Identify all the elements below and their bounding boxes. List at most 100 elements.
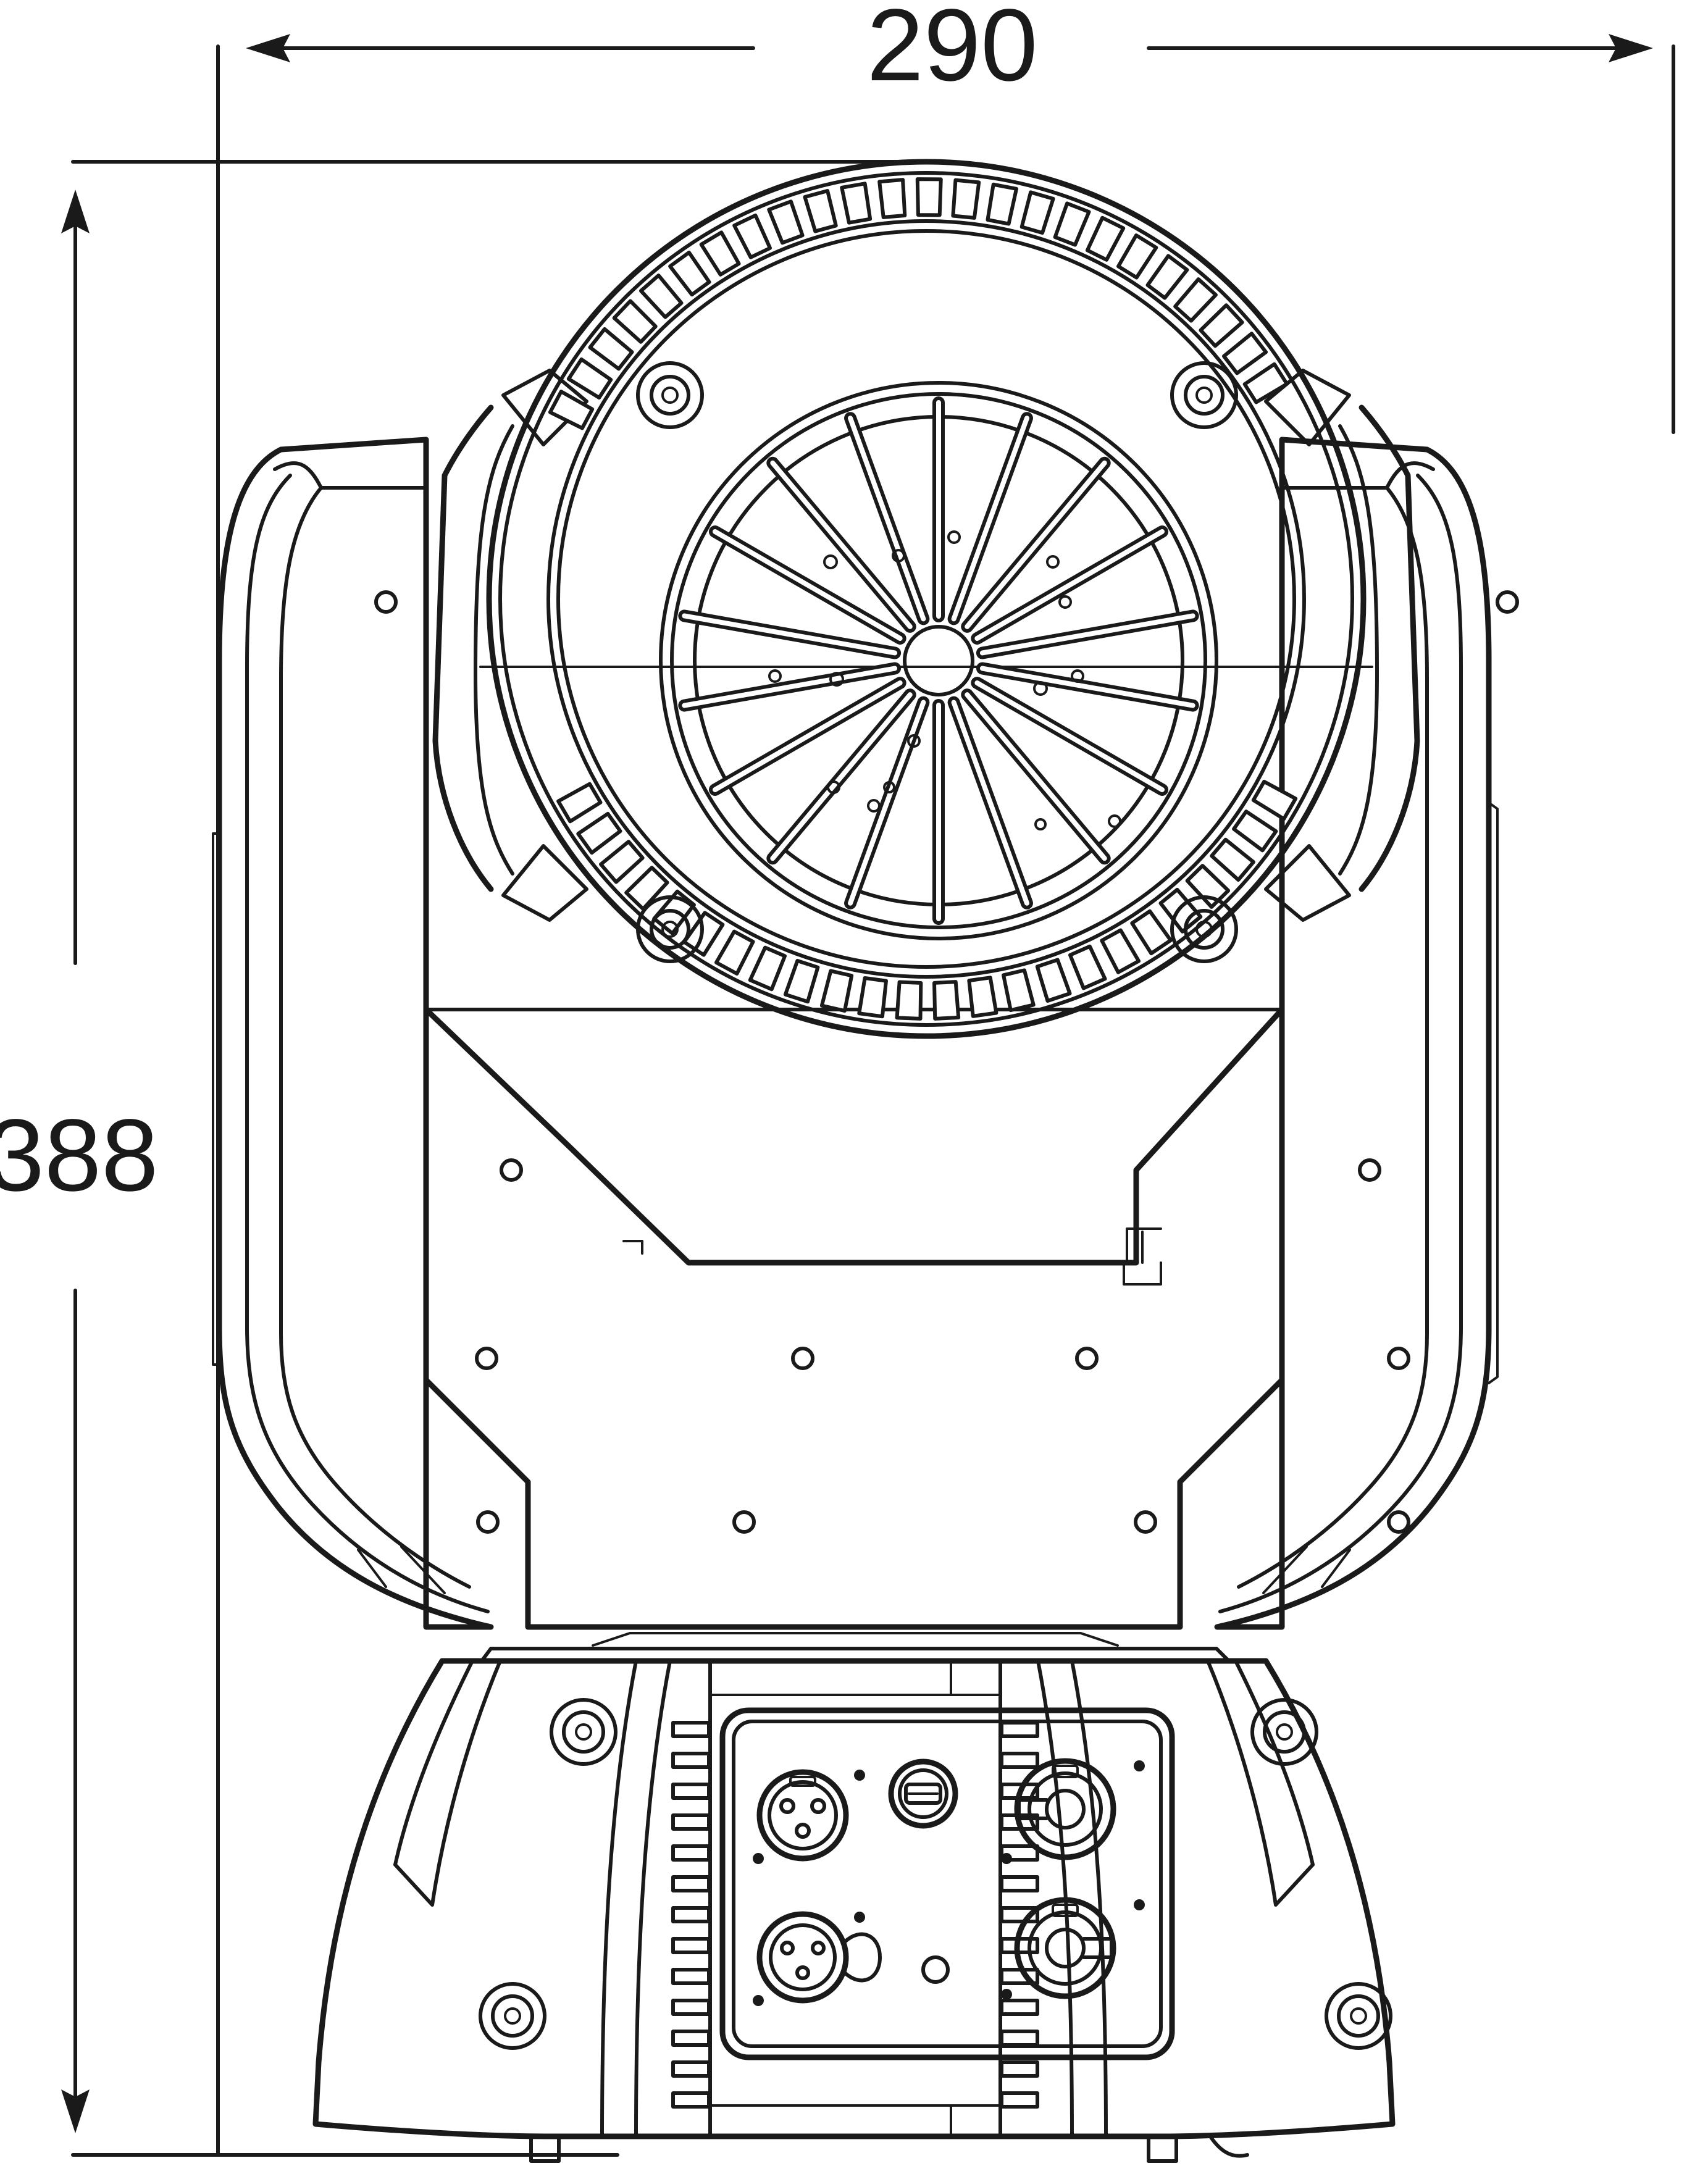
cooling-fin <box>1000 2060 1039 2078</box>
vent-slot <box>819 969 854 1013</box>
vent-slot <box>668 250 711 297</box>
vent-slot <box>714 929 755 976</box>
vent-slot <box>1199 303 1244 348</box>
vent-slot <box>1116 233 1158 280</box>
vent-slot <box>951 178 981 220</box>
cooling-fin <box>671 2060 711 2078</box>
led-spokes <box>678 396 1199 925</box>
vent-slot <box>576 811 622 855</box>
vent-slot <box>895 980 923 1021</box>
vent-slot <box>638 274 684 319</box>
right-arm <box>1214 437 1519 1630</box>
vent-slot <box>548 390 595 430</box>
vent-slot <box>1173 277 1218 323</box>
vent-slot <box>612 299 658 344</box>
height-label: 388 <box>0 1098 158 1213</box>
cooling-fin <box>671 1875 711 1892</box>
base-screw-top-right <box>1250 1698 1318 1766</box>
vent-slot <box>1210 837 1255 882</box>
height-arrow-top <box>61 190 90 233</box>
vent-slot <box>986 182 1019 226</box>
cooling-fin <box>671 1721 711 1738</box>
head-clip-bottom-left <box>501 844 588 922</box>
vent-slot <box>732 213 772 259</box>
vent-slot <box>1019 190 1055 235</box>
vent-slot <box>1100 928 1141 974</box>
vent-slot <box>599 840 645 884</box>
vent-slot <box>1251 779 1298 821</box>
base-screw-top-left <box>550 1698 617 1766</box>
vent-slot <box>1185 864 1231 909</box>
cooling-fin <box>1000 1999 1039 2016</box>
yoke-plate <box>423 1006 1285 1630</box>
head-clip-top-left <box>501 369 588 446</box>
vent-slot <box>748 945 787 992</box>
head-screw-bottom-left <box>636 895 704 963</box>
base-screw-bottom-left <box>479 1982 546 2050</box>
vent-slot <box>1145 254 1189 300</box>
cooling-fin <box>1000 1752 1039 1769</box>
yoke-screws <box>475 1158 1410 1534</box>
cooling-fin <box>1000 2091 1039 2109</box>
vent-slot <box>588 327 634 371</box>
vent-slot <box>932 980 961 1021</box>
width-arrow-left <box>246 34 290 62</box>
vent-slot <box>857 976 888 1019</box>
screw-icon <box>374 590 398 614</box>
indicator-hole-icon <box>921 1955 950 1984</box>
vent-slot <box>1035 958 1072 1003</box>
height-dimension: 388 <box>0 160 950 2157</box>
lens-dots <box>768 530 1121 830</box>
dmx-in-connector-icon <box>753 1769 865 1864</box>
base-cooling-fins <box>671 1721 1039 2109</box>
width-dimension: 290 <box>216 0 1675 2157</box>
ethernet-connector-icon <box>888 1758 958 1829</box>
cooling-fin <box>671 1999 711 2016</box>
base <box>312 1632 1396 2163</box>
vent-slot <box>1222 332 1268 375</box>
cooling-fin <box>671 1906 711 1923</box>
vent-slot <box>1232 809 1278 853</box>
cooling-fin <box>1000 2030 1039 2047</box>
cooling-fin <box>671 1937 711 1954</box>
vent-slot <box>624 866 669 911</box>
power-in-connector-icon <box>1001 1758 1145 1864</box>
vent-slot <box>1068 944 1107 990</box>
head-housing <box>432 159 1420 1039</box>
vent-slot <box>840 182 873 225</box>
head-screw-top-right <box>1170 361 1238 429</box>
cooling-fin <box>671 1844 711 1862</box>
head-vents <box>548 177 1298 1021</box>
cooling-fin <box>1000 1721 1039 1738</box>
head-clip-bottom-right <box>1264 844 1351 922</box>
cooling-fin <box>671 1783 711 1800</box>
vent-slot <box>1053 201 1091 247</box>
vent-slot <box>699 230 741 277</box>
vent-slot <box>783 958 820 1004</box>
vent-slot <box>967 976 998 1018</box>
cooling-fin <box>671 1752 711 1769</box>
dmx-out-connector-icon <box>753 1911 882 2006</box>
height-arrow-bottom <box>61 2089 90 2133</box>
head-screw-top-left <box>636 361 704 429</box>
connector-panel <box>719 1707 1175 2060</box>
vent-slot <box>556 782 603 824</box>
left-arm <box>212 437 494 1630</box>
width-label: 290 <box>867 0 1038 102</box>
base-screw-bottom-right <box>1325 1982 1392 2050</box>
vent-slot <box>566 357 613 400</box>
vent-slot <box>1002 968 1036 1013</box>
head-clip-top-right <box>1264 369 1351 446</box>
vent-slot <box>1085 215 1126 262</box>
power-out-connector-icon <box>1001 1897 1145 2000</box>
vent-slot <box>803 189 838 233</box>
vent-slot <box>767 199 805 245</box>
lens-array <box>659 381 1218 940</box>
vent-slot <box>1242 362 1289 404</box>
cooling-fin <box>671 2030 711 2047</box>
width-arrow-right <box>1609 34 1653 62</box>
vent-slot <box>915 177 943 217</box>
cooling-fin <box>671 2091 711 2109</box>
vent-slot <box>1130 909 1173 956</box>
